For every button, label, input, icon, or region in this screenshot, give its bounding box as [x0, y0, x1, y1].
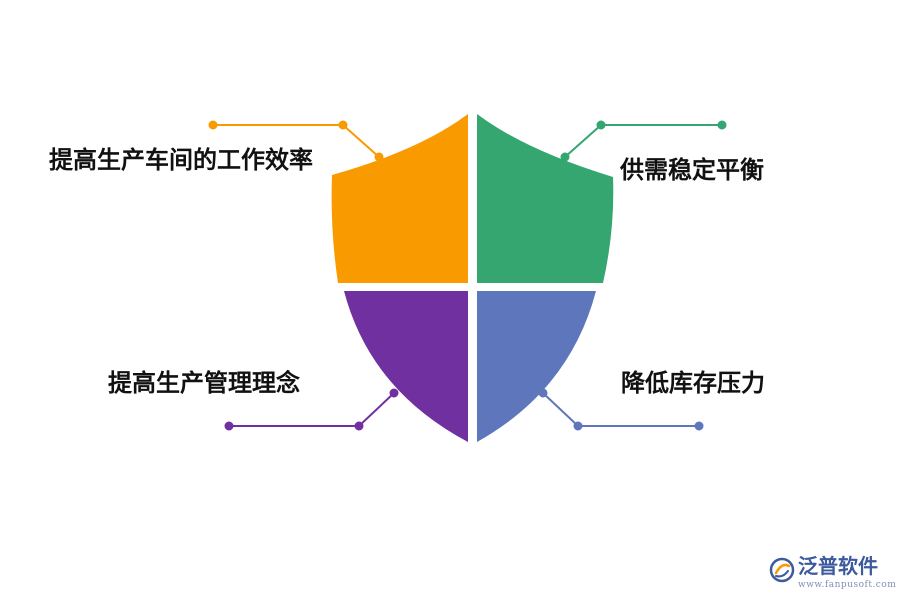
connector-top-right — [560, 120, 727, 162]
watermark-brand: 泛普软件 — [798, 554, 878, 578]
shield-quadrant-top-right — [477, 114, 614, 283]
shield-quadrant-bottom-left — [344, 291, 468, 442]
connector-bottom-right — [538, 388, 704, 431]
watermark: 泛普软件 www.fanpusoft.com — [768, 554, 896, 598]
label-top-left: 提高生产车间的工作效率 — [49, 146, 313, 174]
shield-quadrant-top-left — [331, 114, 468, 283]
connector-top-left — [208, 120, 384, 162]
connector-bottom-left — [224, 388, 399, 431]
brand-logo-icon — [769, 557, 795, 583]
label-bottom-left: 提高生产管理理念 — [108, 369, 300, 397]
label-bottom-right: 降低库存压力 — [621, 369, 765, 397]
watermark-url: www.fanpusoft.com — [798, 580, 897, 590]
label-top-right: 供需稳定平衡 — [620, 156, 764, 184]
shield-quadrant-bottom-right — [477, 291, 596, 442]
